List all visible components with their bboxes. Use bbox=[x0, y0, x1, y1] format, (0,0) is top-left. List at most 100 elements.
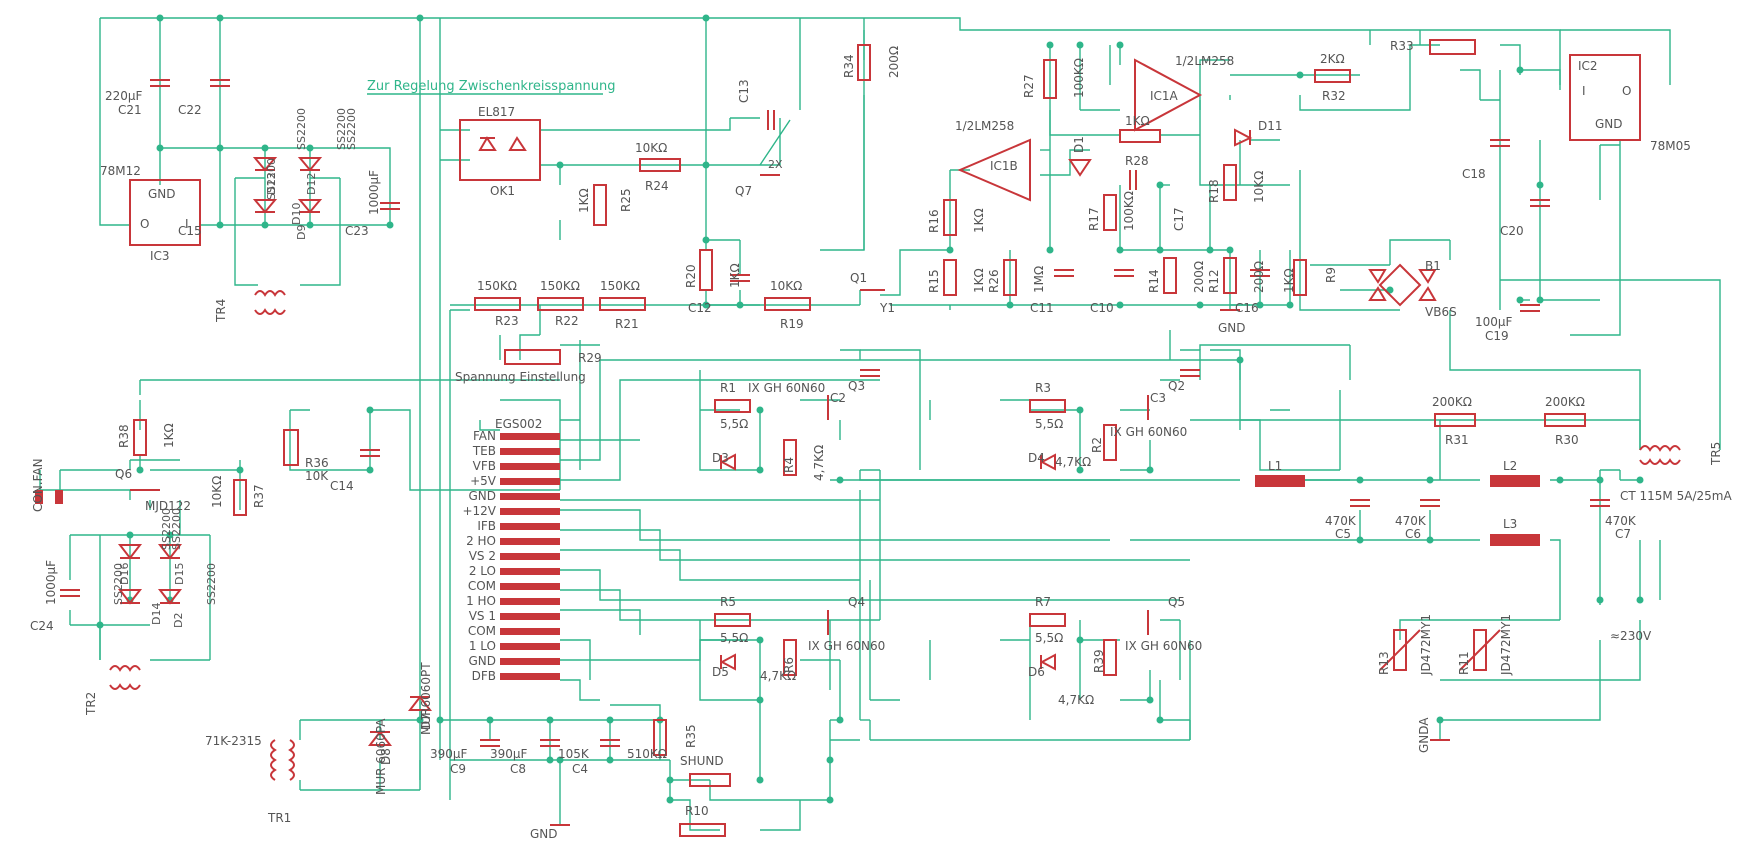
diode-d9 bbox=[297, 199, 323, 214]
capacitor-c24 bbox=[60, 589, 80, 597]
label-r3: R3 bbox=[1035, 381, 1051, 395]
label-ic1b: IC1B bbox=[990, 159, 1018, 173]
label-shund: SHUND bbox=[680, 754, 724, 768]
labels: Zur Regelung Zwischenkreisspannung 220µF… bbox=[30, 39, 1732, 841]
resistor-r18 bbox=[1223, 164, 1237, 201]
label-vb6s: VB6S bbox=[1425, 305, 1457, 319]
label-r37v: 10KΩ bbox=[210, 476, 224, 508]
potentiometer-r33 bbox=[1429, 39, 1476, 55]
label-r14v: 200Ω bbox=[1192, 261, 1206, 293]
label-d3: D3 bbox=[712, 451, 729, 465]
inductor-l1 bbox=[1255, 475, 1305, 487]
label-r32: R32 bbox=[1322, 89, 1346, 103]
label-d2: D2 bbox=[172, 613, 185, 628]
fan-connector bbox=[35, 490, 63, 504]
label-d9: D9 bbox=[295, 225, 308, 240]
label-c5: C5 bbox=[1335, 527, 1351, 541]
pin-label: +12V bbox=[462, 504, 496, 518]
label-d8: D8 bbox=[379, 748, 393, 765]
potentiometer-r36 bbox=[283, 429, 299, 466]
diode-d7 bbox=[407, 695, 433, 711]
label-r21: R21 bbox=[615, 317, 639, 331]
label-r5: R5 bbox=[720, 595, 736, 609]
label-q4: Q4 bbox=[848, 595, 865, 609]
label-d14: D14 bbox=[150, 603, 163, 625]
capacitor-c4 bbox=[600, 739, 620, 747]
label-c24: C24 bbox=[30, 619, 54, 633]
label-d16: D16 bbox=[118, 563, 131, 585]
label-tr5: TR5 bbox=[1709, 442, 1723, 466]
capacitor-c5 bbox=[1350, 499, 1370, 507]
label-c17: C17 bbox=[1172, 207, 1186, 231]
diode-d15 bbox=[157, 544, 183, 560]
label-b1: B1 bbox=[1425, 259, 1441, 273]
label-r4: R4 bbox=[782, 457, 796, 473]
label-r23v: 150KΩ bbox=[477, 279, 517, 293]
resistor-r38 bbox=[133, 419, 147, 456]
label-q7: Q7 bbox=[735, 184, 752, 198]
pin-label: COM bbox=[468, 579, 496, 593]
label-r12: R12 bbox=[1207, 269, 1221, 293]
opamp-ic1b bbox=[957, 138, 1031, 202]
label-el817: EL817 bbox=[478, 105, 515, 119]
diode-d6 bbox=[1039, 653, 1056, 671]
label-r5v: 5,5Ω bbox=[720, 631, 748, 645]
transformer-tr1 bbox=[270, 739, 295, 781]
label-r18v: 10KΩ bbox=[1252, 171, 1266, 203]
label-gnda: GNDA bbox=[1417, 717, 1431, 753]
label-r39v: 4,7KΩ bbox=[1058, 693, 1094, 707]
label-c12: C12 bbox=[688, 301, 712, 315]
label-r21v: 150KΩ bbox=[600, 279, 640, 293]
diode-d1 bbox=[1068, 159, 1092, 177]
diode-d16 bbox=[117, 544, 143, 560]
label-r38: R38 bbox=[117, 424, 131, 448]
label-r34v: 200Ω bbox=[887, 46, 901, 78]
label-r1v: 5,5Ω bbox=[720, 417, 748, 431]
label-r14: R14 bbox=[1147, 269, 1161, 293]
label-gnd1: GND bbox=[1218, 321, 1246, 335]
varistor-r11 bbox=[1473, 629, 1487, 671]
pin-label: COM bbox=[468, 624, 496, 638]
pin-label: 2 LO bbox=[469, 564, 496, 578]
label-l1: L1 bbox=[1268, 459, 1282, 473]
label-c7v: 470K bbox=[1605, 514, 1637, 528]
label-ic3: IC3 bbox=[150, 249, 170, 263]
label-r16: R16 bbox=[927, 209, 941, 233]
opamp-ic1a bbox=[1134, 58, 1203, 132]
egs002-pin-labels: FAN TEB VFB +5V GND +12V IFB 2 HO VS 2 2… bbox=[462, 429, 496, 683]
label-r15: R15 bbox=[927, 269, 941, 293]
capacitor-c9 bbox=[480, 739, 500, 747]
resistor-r23 bbox=[474, 297, 521, 311]
label-mur2: MUR6060PT bbox=[419, 662, 433, 735]
bridge-rectifier-b1 bbox=[1368, 263, 1437, 307]
pin-label: 1 HO bbox=[466, 594, 496, 608]
resistor-r25 bbox=[593, 184, 607, 226]
label-r35v: 510KΩ bbox=[627, 747, 667, 761]
label-c5v: 470K bbox=[1325, 514, 1357, 528]
label-gnd3: GND bbox=[148, 187, 176, 201]
label-d6: D6 bbox=[1028, 665, 1045, 679]
label-r10: R10 bbox=[685, 804, 709, 818]
capacitor-c7 bbox=[1590, 499, 1610, 507]
label-r25v: 1KΩ bbox=[577, 188, 591, 213]
pin-label: +5V bbox=[470, 474, 497, 488]
label-c11: C11 bbox=[1030, 301, 1054, 315]
diode-d13 bbox=[252, 157, 278, 172]
label-mur1: MUR 6060PA bbox=[374, 718, 388, 795]
label-q2: Q2 bbox=[1168, 379, 1185, 393]
label-c4: C4 bbox=[572, 762, 588, 776]
resistor-r31 bbox=[1434, 413, 1476, 427]
label-r7v: 5,5Ω bbox=[1035, 631, 1063, 645]
label-tr1: TR1 bbox=[267, 811, 291, 825]
diode-d12 bbox=[297, 157, 323, 172]
label-d5: D5 bbox=[712, 665, 729, 679]
label-r26: R26 bbox=[987, 269, 1001, 293]
potentiometer-r29 bbox=[504, 349, 561, 365]
resistor-r37 bbox=[233, 479, 247, 516]
resistor-r9 bbox=[1293, 259, 1307, 296]
label-r2: R2 bbox=[1090, 437, 1104, 453]
label-r19v: 10KΩ bbox=[770, 279, 802, 293]
label-c23: C23 bbox=[345, 224, 369, 238]
resistor-r5 bbox=[714, 613, 751, 627]
label-egs: EGS002 bbox=[495, 417, 542, 431]
